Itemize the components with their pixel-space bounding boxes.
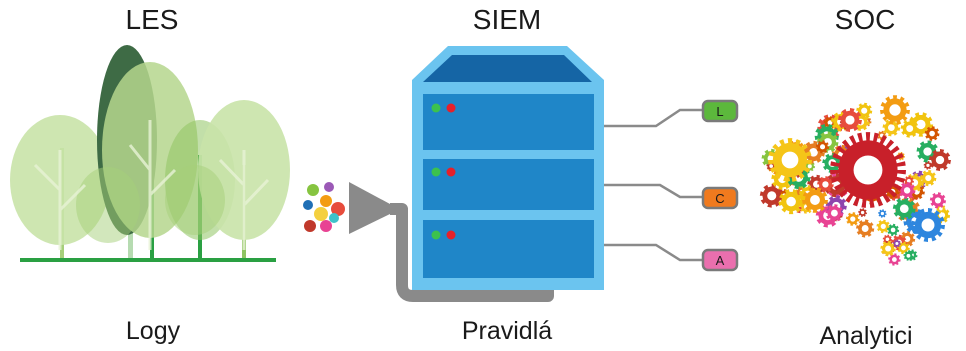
log-dot — [331, 202, 345, 216]
badge-c-label: C — [715, 191, 724, 206]
siem-title: SIEM — [472, 4, 542, 35]
input-funnel-icon — [349, 182, 554, 302]
siem-server-icon — [412, 46, 604, 290]
gear-icon — [858, 208, 868, 217]
logs-caption: Logy — [125, 317, 181, 345]
server-unit-3 — [423, 220, 594, 278]
les-title: LES — [125, 4, 179, 35]
output-lines — [604, 108, 703, 262]
server-unit-2 — [423, 159, 594, 210]
gear-icon — [900, 119, 919, 138]
gear-icon — [802, 187, 828, 213]
gear-icon — [898, 181, 916, 199]
brain-gears-icon — [759, 95, 951, 266]
gear-icon — [923, 161, 933, 170]
gear-icon — [887, 223, 900, 236]
log-dot — [304, 220, 316, 232]
output-badge-l: L — [701, 99, 739, 123]
gear-icon — [892, 239, 901, 248]
gear-icon — [929, 149, 951, 171]
soc-title: SOC — [834, 4, 896, 35]
gear-icon — [825, 204, 844, 223]
log-dot — [320, 220, 332, 232]
gear-icon — [911, 208, 945, 242]
gear-icon — [880, 95, 910, 125]
gear-icon — [929, 192, 947, 209]
gear-icon — [878, 209, 887, 218]
badge-a-label: A — [716, 253, 725, 268]
gear-icon — [830, 132, 906, 208]
log-dot — [307, 184, 319, 196]
server-unit-1 — [423, 94, 594, 150]
badge-l-label: L — [716, 104, 723, 119]
log-dot — [320, 195, 332, 207]
gear-icon — [924, 126, 940, 141]
gear-icon — [903, 175, 914, 186]
output-badge-c: C — [701, 186, 739, 210]
gear-icon — [888, 253, 901, 266]
log-events-icon — [303, 182, 345, 232]
ground-line — [20, 258, 276, 262]
log-dot — [303, 200, 313, 210]
gear-icon — [845, 212, 860, 226]
gear-icon — [838, 108, 862, 132]
log-dot — [329, 213, 339, 223]
gear-icon — [815, 140, 830, 154]
gear-icon — [920, 169, 937, 187]
log-dot — [324, 182, 334, 192]
analysts-caption: Analytici — [819, 322, 913, 350]
rules-caption: Pravidlá — [461, 317, 553, 345]
gear-icon — [768, 138, 812, 182]
gear-icon — [882, 118, 901, 137]
log-dot — [314, 207, 328, 221]
gear-icon — [892, 197, 916, 221]
forest-icon — [10, 45, 290, 262]
gear-icon — [876, 219, 891, 234]
gear-icon — [856, 219, 875, 238]
gear-icon — [778, 189, 804, 215]
gear-icon — [880, 240, 896, 257]
gear-icon — [759, 183, 784, 208]
output-badge-a: A — [701, 248, 739, 272]
gear-icon — [903, 250, 914, 261]
